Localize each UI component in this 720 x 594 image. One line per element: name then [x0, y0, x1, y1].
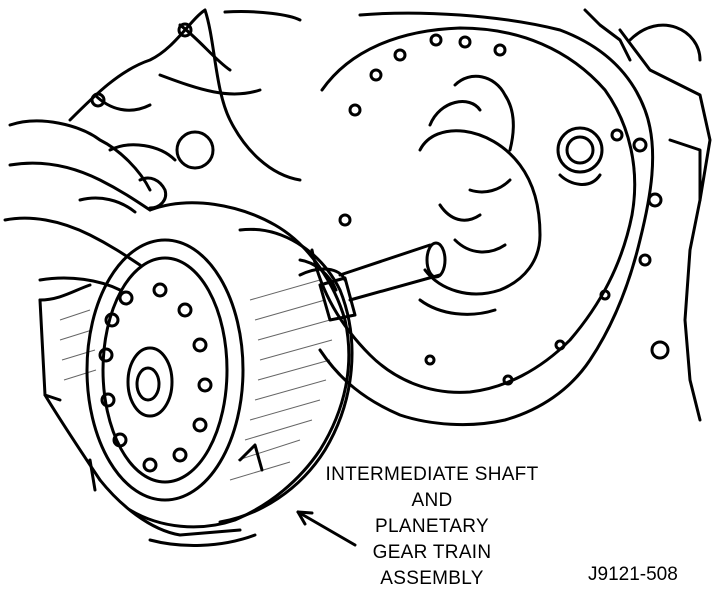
right-hand: [418, 74, 542, 316]
callout-line-5: ASSEMBLY: [380, 568, 484, 589]
callout-line-1: INTERMEDIATE SHAFT: [325, 464, 539, 485]
callout-line-4: GEAR TRAIN: [372, 542, 492, 563]
callout-line-3: PLANETARY: [375, 516, 489, 537]
shading-hatch: [59, 279, 333, 481]
callout-leader-arrow: [296, 510, 357, 547]
left-hand: [3, 119, 168, 292]
intermediate-shaft: [298, 241, 447, 322]
gear-train-drum: [38, 201, 354, 547]
bell-housing: [310, 11, 712, 427]
transmission-case: [68, 8, 632, 182]
callout-line-2: AND: [411, 490, 453, 511]
component-callout: INTERMEDIATE SHAFT AND PLANETARY GEAR TR…: [292, 462, 572, 592]
figure-id: J9121-508: [588, 564, 678, 585]
